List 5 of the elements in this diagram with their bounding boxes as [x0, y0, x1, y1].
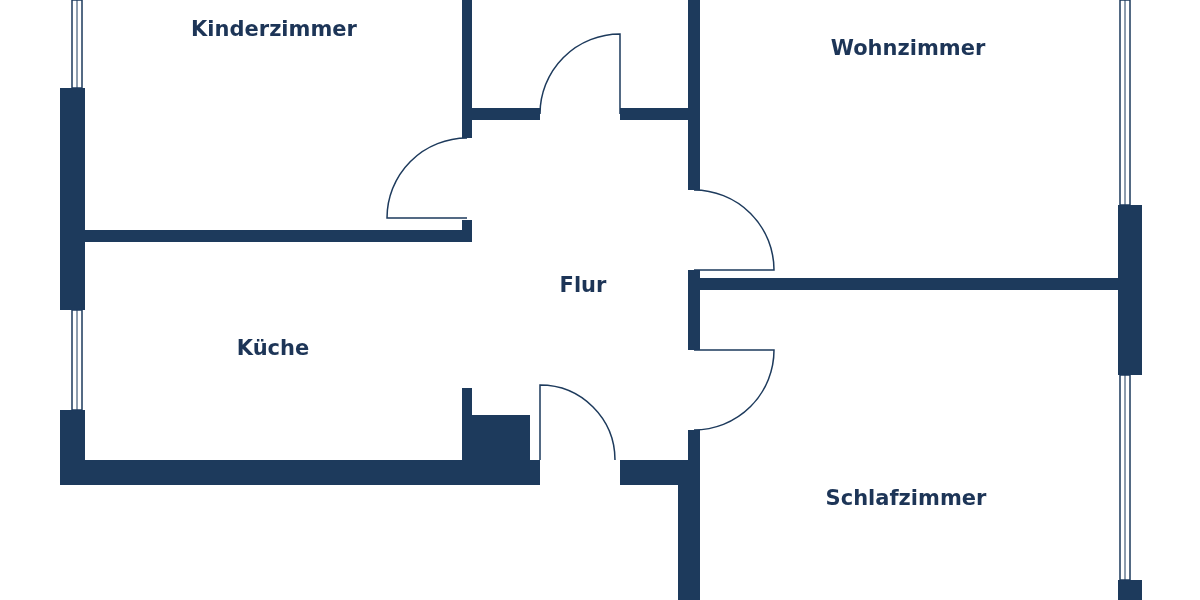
room-label: Wohnzimmer	[830, 36, 986, 60]
room-label: Kinderzimmer	[191, 17, 357, 41]
room-label: Flur	[559, 273, 607, 297]
room-label: Küche	[236, 336, 310, 360]
room-label: Schlafzimmer	[825, 486, 987, 510]
